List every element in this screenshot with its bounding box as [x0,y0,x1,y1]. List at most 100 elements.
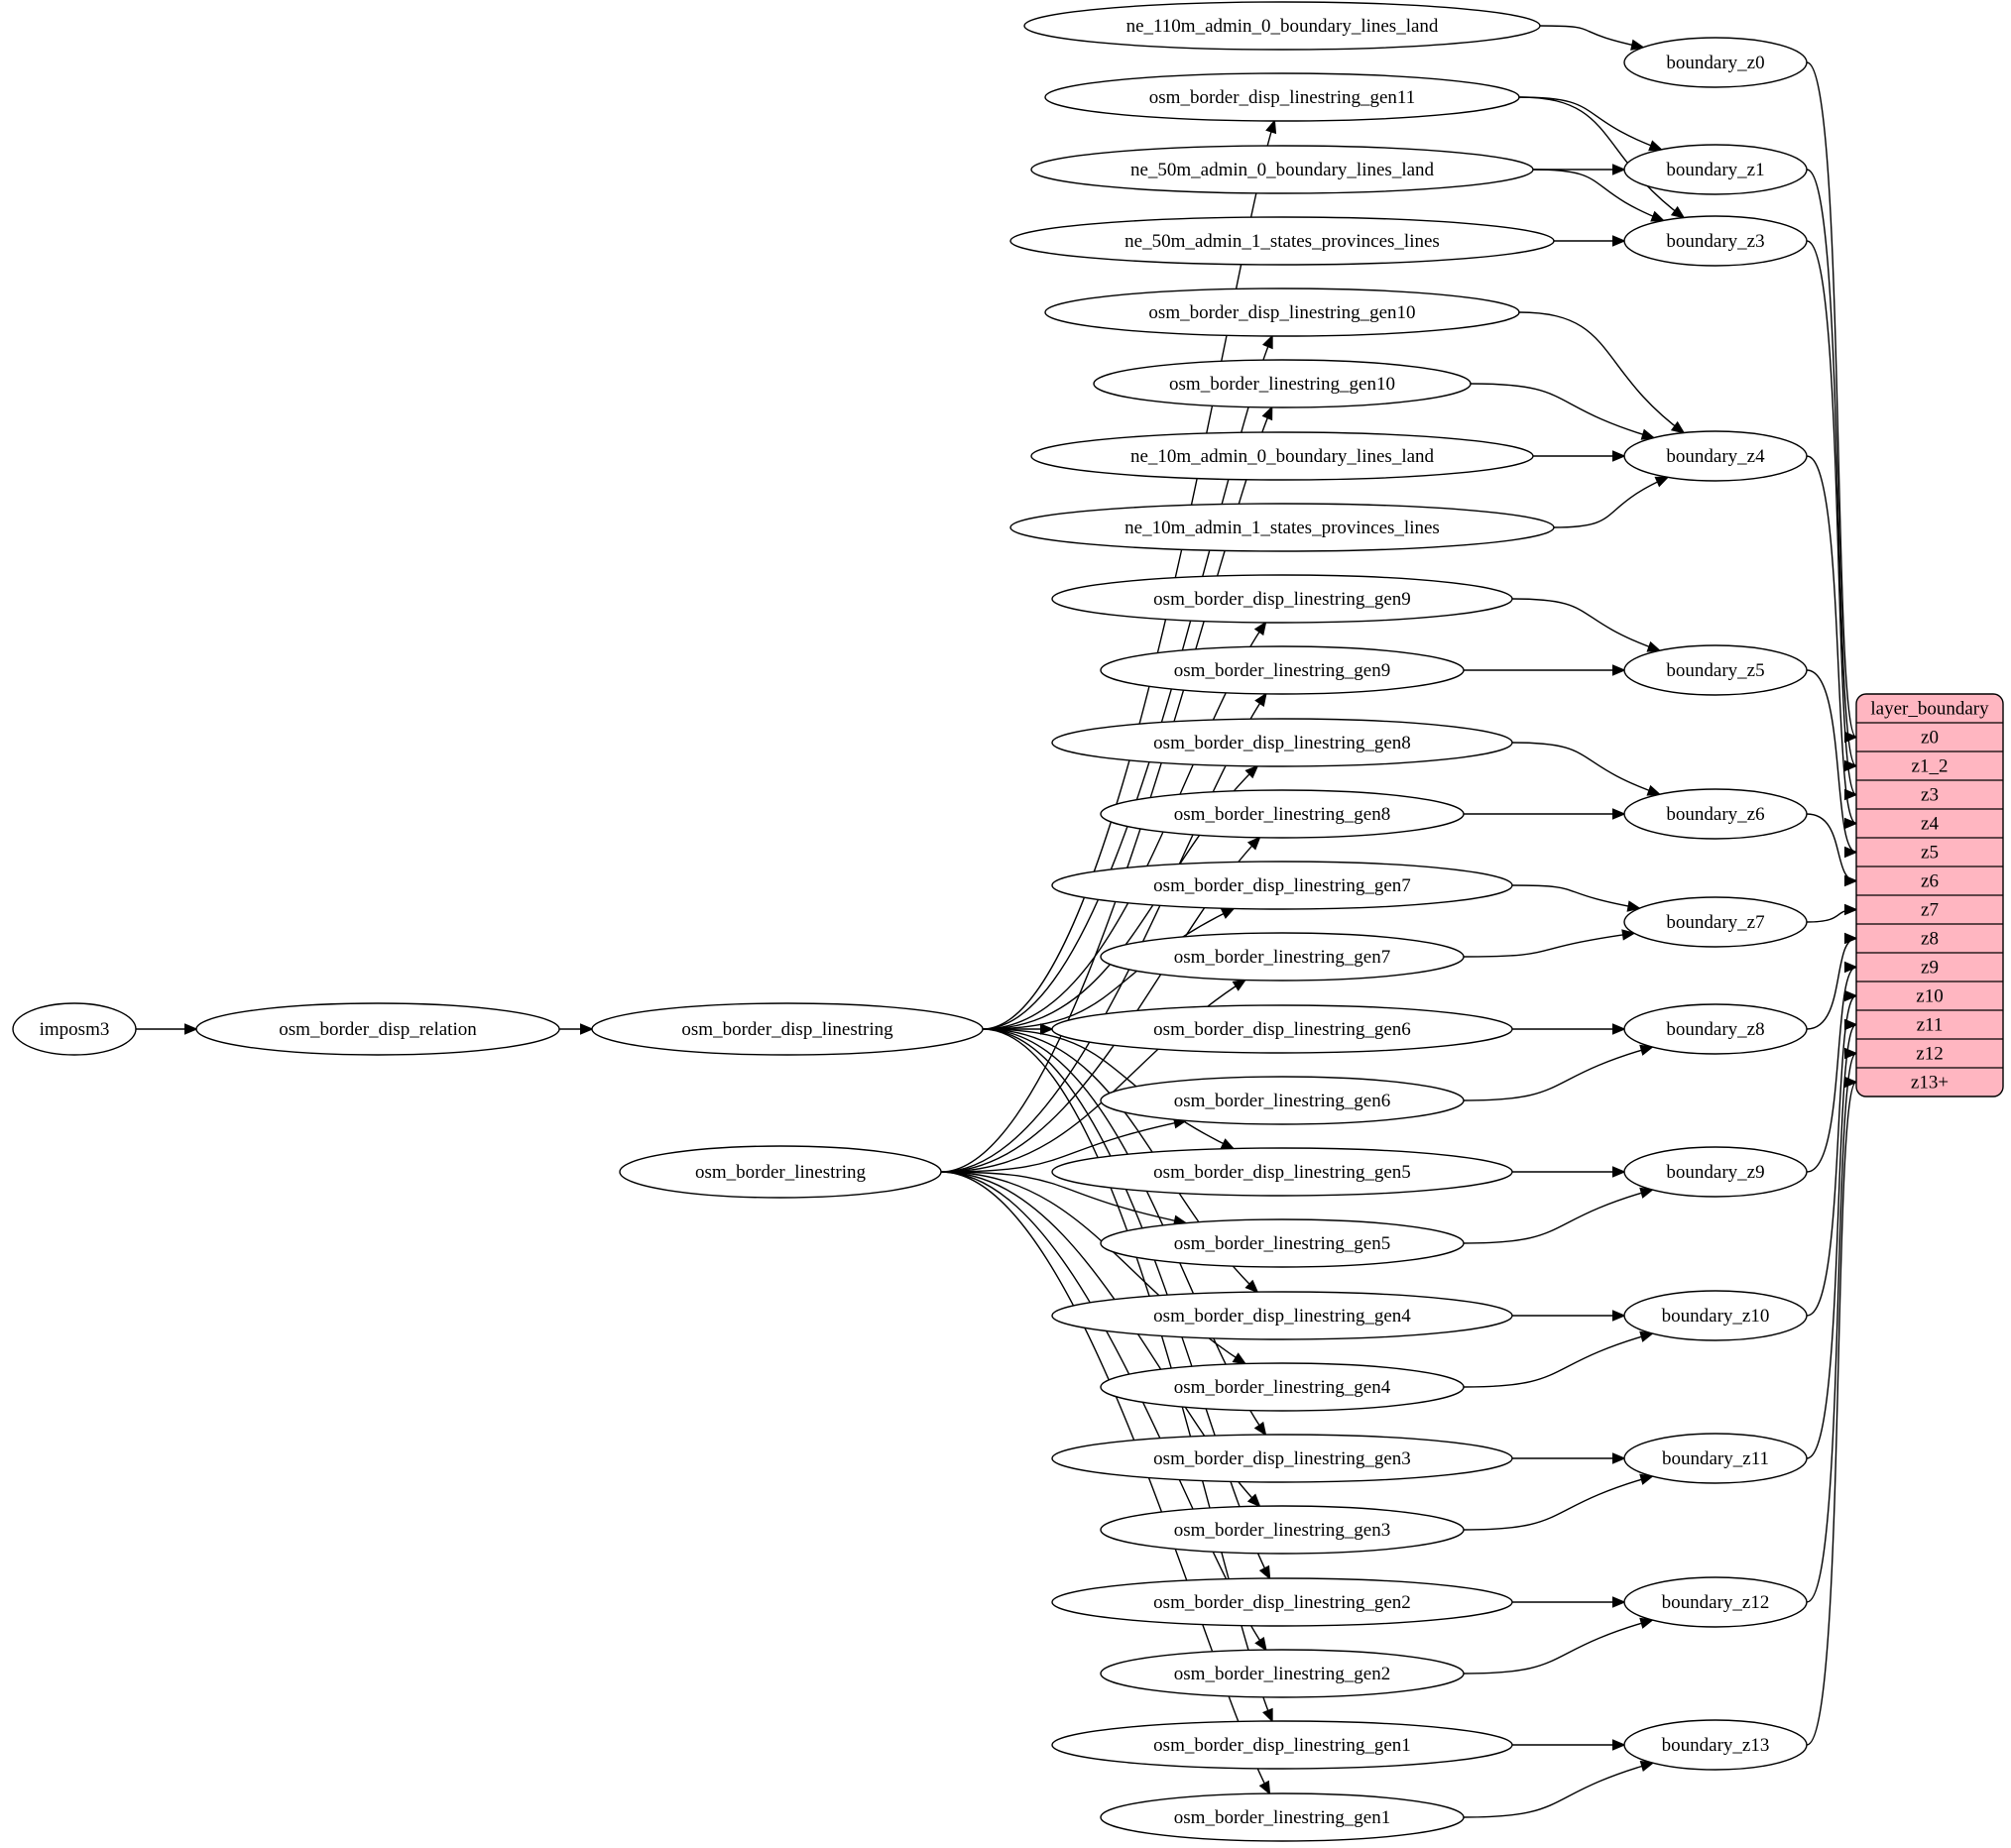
table-layer_boundary: layer_boundaryz0z1_2z3z4z5z6z7z8z9z10z11… [1855,693,2004,1097]
node-ne_10m_admin_0_boundary_lines_land: ne_10m_admin_0_boundary_lines_land [1030,431,1534,481]
node-osm_border_linestring_gen6: osm_border_linestring_gen6 [1100,1076,1465,1125]
node-shape [1623,788,1808,840]
node-label: osm_border_disp_linestring_gen6 [1153,1019,1411,1040]
node-ne_50m_admin_1_states_provinces_lines: ne_50m_admin_1_states_provinces_lines [1009,216,1555,266]
edge-boundary_z7--layer_boundary-z7 [1806,910,1856,923]
node-shape [195,1002,560,1056]
node-boundary_z4: boundary_z4 [1623,430,1808,482]
node-label: osm_border_linestring_gen5 [1174,1233,1390,1254]
edge-boundary_z1--layer_boundary-z1_2 [1806,169,1856,766]
node-boundary_z10: boundary_z10 [1623,1290,1808,1341]
node-shape [1100,789,1465,839]
node-label: boundary_z5 [1666,660,1764,681]
edge-boundary_z6--layer_boundary-z6 [1806,813,1856,881]
node-shape [1623,1576,1808,1628]
node-shape [1623,896,1808,948]
node-label: boundary_z3 [1666,231,1764,252]
node-shape [1009,503,1555,552]
table-row-z1_2: z1_2 [1912,756,1949,777]
node-boundary_z9: boundary_z9 [1623,1146,1808,1198]
edge-osm_border_linestring_gen4--boundary_z10 [1463,1333,1652,1388]
node-ne_50m_admin_0_boundary_lines_land: ne_50m_admin_0_boundary_lines_land [1030,145,1534,194]
node-label: osm_border_disp_linestring_gen9 [1153,589,1411,610]
table-row-z6: z6 [1921,871,1939,892]
node-osm_border_linestring_gen8: osm_border_linestring_gen8 [1100,789,1465,839]
edge-osm_border_linestring--osm_border_linestring_gen1 [940,1171,1269,1793]
edge-osm_border_disp_linestring--osm_border_disp_linestring_gen7 [982,908,1234,1030]
edge-osm_border_disp_linestring_gen11--boundary_z1 [1518,96,1661,150]
node-shape [1100,1076,1465,1125]
node-osm_border_disp_linestring: osm_border_disp_linestring [591,1002,984,1056]
node-shape [1100,1505,1465,1555]
node-osm_border_linestring_gen4: osm_border_linestring_gen4 [1100,1362,1465,1412]
node-label: osm_border_linestring_gen6 [1174,1091,1390,1111]
edge-osm_border_linestring_gen7--boundary_z7 [1463,933,1634,958]
node-osm_border_disp_linestring_gen7: osm_border_disp_linestring_gen7 [1051,861,1513,910]
node-boundary_z3: boundary_z3 [1623,215,1808,267]
node-shape [1030,431,1534,481]
node-shape [1100,1792,1465,1842]
edge-boundary_z12--layer_boundary-z12 [1806,1054,1856,1603]
node-label: boundary_z4 [1666,446,1765,467]
edge-osm_border_disp_linestring_gen9--boundary_z5 [1511,598,1660,650]
node-shape [1044,288,1520,337]
table-row-z0: z0 [1921,728,1939,749]
table-row-z13+: z13+ [1911,1073,1949,1094]
edge-osm_border_linestring_gen10--boundary_z4 [1470,383,1654,438]
node-osm_border_linestring_gen2: osm_border_linestring_gen2 [1100,1649,1465,1698]
node-label: osm_border_disp_linestring_gen5 [1153,1162,1411,1183]
node-ne_110m_admin_0_boundary_lines_land: ne_110m_admin_0_boundary_lines_land [1023,1,1541,51]
node-shape [1100,932,1465,982]
node-osm_border_disp_linestring_gen8: osm_border_disp_linestring_gen8 [1051,718,1513,767]
node-osm_border_disp_linestring_gen6: osm_border_disp_linestring_gen6 [1051,1004,1513,1054]
edge-boundary_z10--layer_boundary-z10 [1806,996,1856,1317]
node-osm_border_linestring_gen10: osm_border_linestring_gen10 [1093,359,1472,408]
node-osm_border_disp_linestring_gen3: osm_border_disp_linestring_gen3 [1051,1434,1513,1483]
edge-boundary_z5--layer_boundary-z5 [1806,669,1856,853]
node-label: imposm3 [40,1019,110,1040]
node-shape [1009,216,1555,266]
node-label: boundary_z9 [1666,1162,1764,1183]
node-osm_border_linestring_gen9: osm_border_linestring_gen9 [1100,645,1465,695]
node-label: osm_border_linestring_gen3 [1174,1520,1390,1541]
node-osm_border_disp_linestring_gen5: osm_border_disp_linestring_gen5 [1051,1147,1513,1197]
node-label: osm_border_linestring_gen2 [1174,1664,1390,1684]
edge-boundary_z8--layer_boundary-z8 [1806,939,1856,1030]
node-shape [1051,574,1513,624]
node-label: osm_border_linestring [695,1162,867,1183]
node-label: osm_border_disp_linestring_gen10 [1148,302,1415,323]
edge-boundary_z0--layer_boundary-z0 [1806,61,1856,738]
node-shape [591,1002,984,1056]
table-row-z3: z3 [1921,785,1939,806]
edge-osm_border_linestring--osm_border_linestring_gen10 [940,407,1272,1173]
edge-osm_border_linestring_gen1--boundary_z13 [1463,1763,1653,1818]
node-boundary_z0: boundary_z0 [1623,37,1808,88]
table-row-z8: z8 [1921,929,1939,950]
node-label: osm_border_linestring_gen7 [1174,947,1390,968]
node-shape [1623,1003,1808,1055]
table-row-z10: z10 [1916,986,1943,1007]
node-boundary_z12: boundary_z12 [1623,1576,1808,1628]
nodes: imposm3 osm_border_disp_relation osm_borde… [12,1,1808,1842]
node-shape [1100,1362,1465,1412]
edge-osm_border_linestring_gen5--boundary_z9 [1463,1190,1652,1244]
node-shape [1100,645,1465,695]
edge-boundary_z3--layer_boundary-z3 [1806,240,1856,795]
node-shape [1623,1290,1808,1341]
table-row-z11: z11 [1917,1015,1944,1036]
node-shape [1051,718,1513,767]
node-label: osm_border_disp_relation [279,1019,477,1040]
node-shape [1023,1,1541,51]
node-shape [12,1002,137,1056]
node-ne_10m_admin_1_states_provinces_lines: ne_10m_admin_1_states_provinces_lines [1009,503,1555,552]
node-shape [1030,145,1534,194]
node-label: boundary_z12 [1662,1592,1770,1613]
node-label: boundary_z7 [1666,912,1764,933]
node-shape [1051,1577,1513,1627]
node-label: boundary_z11 [1662,1448,1769,1469]
node-label: ne_50m_admin_0_boundary_lines_land [1130,160,1435,180]
node-boundary_z1: boundary_z1 [1623,144,1808,195]
node-osm_border_linestring_gen3: osm_border_linestring_gen3 [1100,1505,1465,1555]
edge-osm_border_disp_linestring_gen11--boundary_z3 [1518,96,1684,218]
